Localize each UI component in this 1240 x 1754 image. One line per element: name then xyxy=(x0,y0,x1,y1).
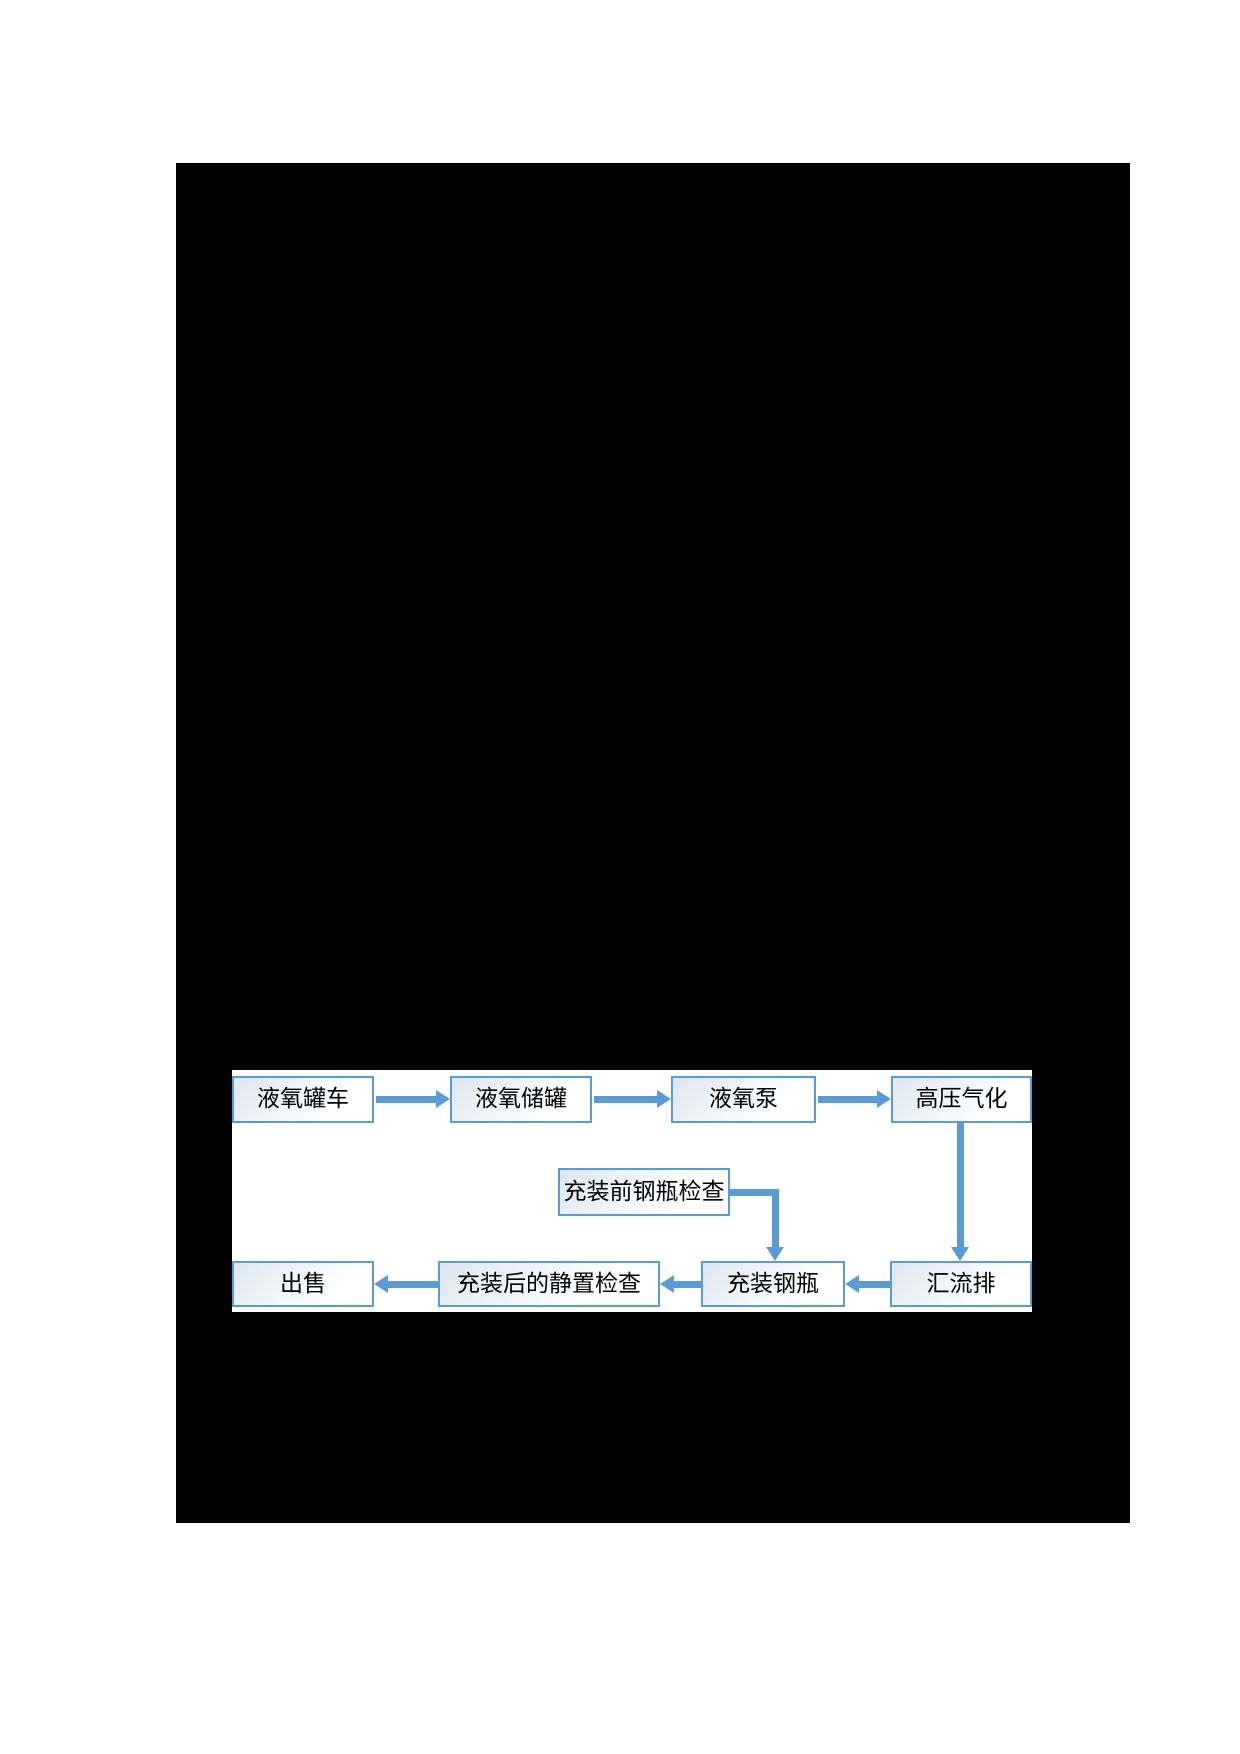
node-sale: 出售 xyxy=(232,1261,374,1307)
arrow-standing-to-sale-shaft xyxy=(388,1281,438,1288)
arrow-inspection-to-filling-vsegment xyxy=(772,1189,779,1249)
flowchart-canvas: 液氧罐车 液氧储罐 液氧泵 高压气化 充装前钢瓶检查 出售 充装后的静置检查 充… xyxy=(232,1070,1032,1312)
node-manifold: 汇流排 xyxy=(890,1261,1032,1307)
node-post-fill-standing-inspection: 充装后的静置检查 xyxy=(438,1261,660,1307)
arrow-manifold-to-filling-head-icon xyxy=(845,1275,859,1293)
node-liquid-oxygen-tank-truck: 液氧罐车 xyxy=(232,1076,374,1123)
node-high-pressure-vaporizer: 高压气化 xyxy=(891,1076,1032,1123)
node-liquid-oxygen-pump: 液氧泵 xyxy=(671,1076,816,1123)
node-liquid-oxygen-storage-tank: 液氧储罐 xyxy=(450,1076,592,1123)
arrow-filling-to-standing-head-icon xyxy=(660,1275,674,1293)
content-area: 液氧罐车 液氧储罐 液氧泵 高压气化 充装前钢瓶检查 出售 充装后的静置检查 充… xyxy=(176,163,1130,1523)
arrow-pump-to-vaporizer-head-icon xyxy=(877,1090,891,1108)
arrow-inspection-to-filling-head-icon xyxy=(766,1247,784,1261)
arrow-pump-to-vaporizer-shaft xyxy=(818,1096,879,1103)
arrow-storage-to-pump-head-icon xyxy=(657,1090,671,1108)
arrow-vaporizer-to-manifold-head-icon xyxy=(951,1247,969,1261)
arrow-filling-to-standing-shaft xyxy=(674,1281,701,1288)
arrow-inspection-to-filling-hsegment xyxy=(730,1189,779,1196)
arrow-tanktruck-to-storage-shaft xyxy=(376,1096,438,1103)
arrow-vaporizer-to-manifold-shaft xyxy=(957,1123,964,1249)
node-cylinder-filling: 充装钢瓶 xyxy=(701,1261,845,1307)
node-pre-fill-cylinder-inspection: 充装前钢瓶检查 xyxy=(558,1168,730,1216)
arrow-standing-to-sale-head-icon xyxy=(374,1275,388,1293)
arrow-manifold-to-filling-shaft xyxy=(859,1281,890,1288)
arrow-tanktruck-to-storage-head-icon xyxy=(436,1090,450,1108)
arrow-storage-to-pump-shaft xyxy=(594,1096,659,1103)
